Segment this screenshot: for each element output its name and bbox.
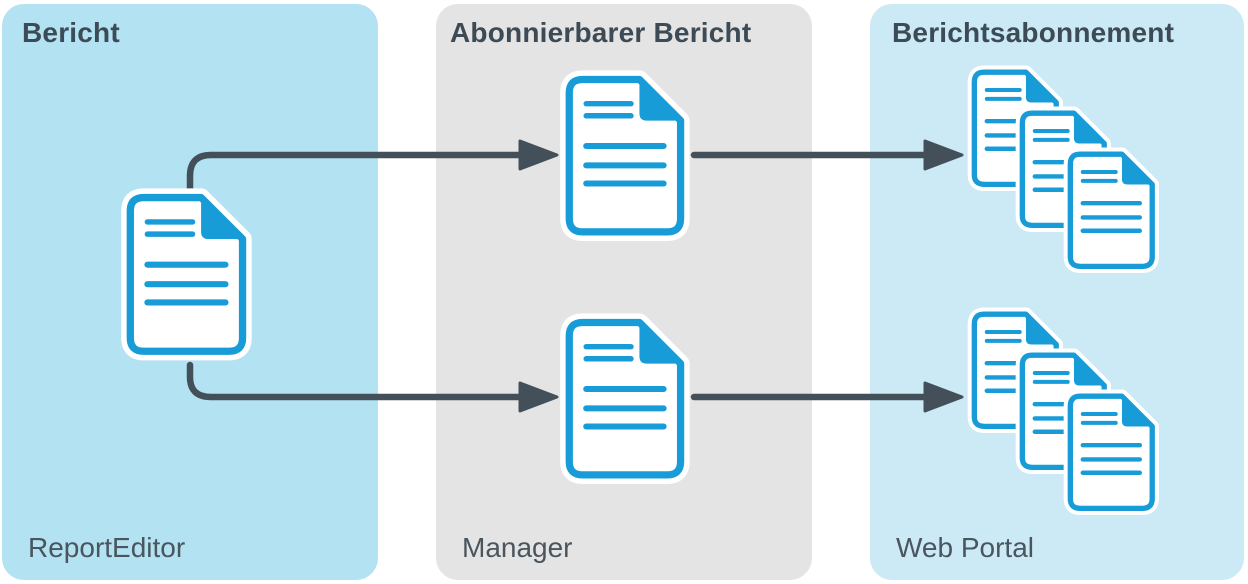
panel-bericht: Bericht ReportEditor [2,4,378,580]
app-label: Manager [462,532,573,563]
app-label: ReportEditor [28,532,186,563]
panel-title: Abonnierbarer Bericht [450,17,752,48]
panel-title: Bericht [22,17,120,48]
app-label: Web Portal [896,532,1034,563]
panel-abonnierbarer-bericht: Abonnierbarer Bericht Manager [436,4,812,580]
panel-berichtsabonnement: Berichtsabonnement Web Portal [870,4,1244,580]
panel-title: Berichtsabonnement [892,17,1175,48]
